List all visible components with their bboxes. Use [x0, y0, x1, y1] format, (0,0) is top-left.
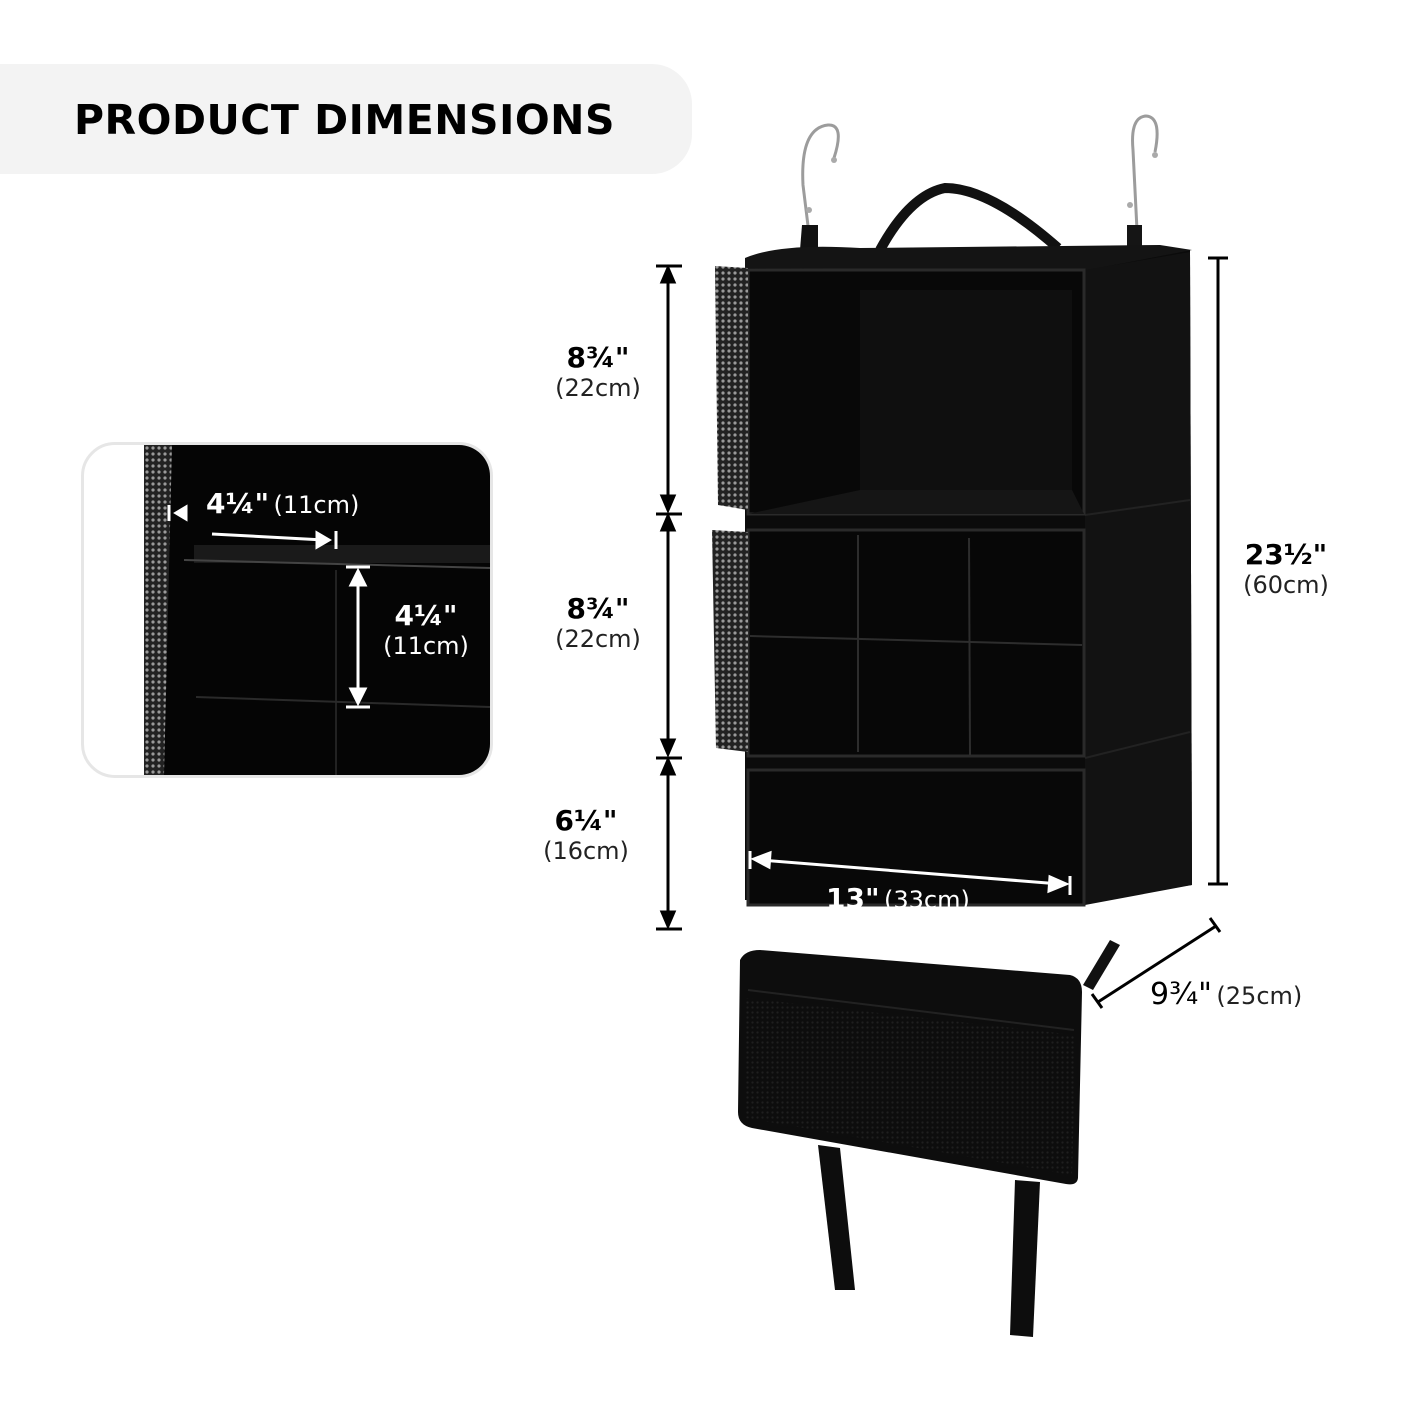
- width-metric: (33cm): [884, 886, 970, 914]
- page-title: PRODUCT DIMENSIONS: [74, 96, 616, 144]
- total-height-metric: (60cm): [1243, 571, 1329, 599]
- top-compartment-metric: (22cm): [555, 374, 641, 402]
- bottom-compartment-dimension: 6¼" (16cm): [528, 806, 644, 866]
- inset-width-dimension: 4¼" (11cm): [206, 489, 359, 520]
- inset-width-metric: (11cm): [273, 491, 360, 519]
- hanger-hook-right-icon: [1131, 114, 1159, 231]
- hanger-hook-left-icon: [801, 123, 840, 243]
- middle-compartment-dimension: 8¾" (22cm): [540, 594, 656, 654]
- total-height-imperial: 23½": [1244, 538, 1328, 571]
- top-compartment-imperial: 8¾": [566, 341, 630, 374]
- depth-dimension: 9¾" (25cm): [1150, 980, 1302, 1011]
- depth-metric: (25cm): [1216, 982, 1303, 1010]
- depth-imperial: 9¾": [1150, 977, 1212, 1012]
- bottom-compartment-metric: (16cm): [543, 837, 629, 865]
- inset-illustration: [144, 445, 490, 775]
- inset-height-imperial: 4¼": [394, 599, 458, 632]
- width-dimension: 13" (33cm): [826, 884, 970, 915]
- title-banner: [0, 64, 692, 174]
- inset-width-imperial: 4¼": [206, 487, 270, 520]
- inset-height-metric: (11cm): [383, 632, 469, 660]
- middle-compartment-metric: (22cm): [555, 625, 641, 653]
- detail-inset: 4¼" (11cm) 4¼" (11cm): [81, 442, 493, 778]
- bottom-compartment-imperial: 6¼": [554, 804, 618, 837]
- inset-height-dimension: 4¼" (11cm): [366, 601, 486, 661]
- total-height-dimension: 23½" (60cm): [1228, 540, 1344, 600]
- middle-compartment-imperial: 8¾": [566, 592, 630, 625]
- width-imperial: 13": [826, 882, 880, 915]
- top-compartment-dimension: 8¾" (22cm): [540, 343, 656, 403]
